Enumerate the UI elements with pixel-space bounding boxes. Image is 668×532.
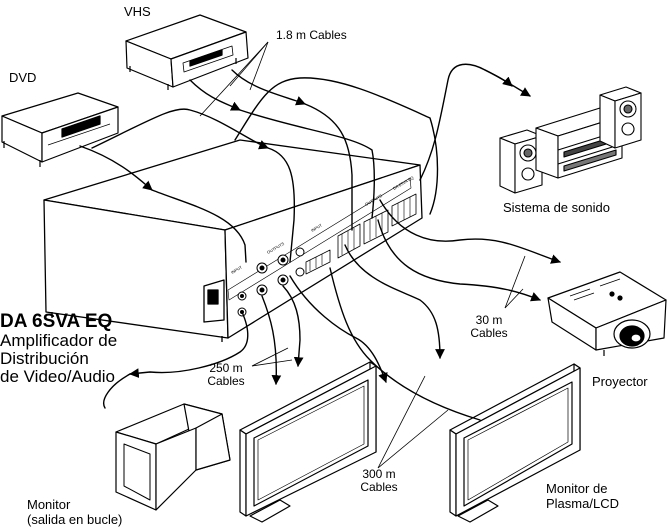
product-desc-3: de Video/Audio [0, 367, 116, 386]
cables-1-8m-label: 1.8 m Cables [276, 28, 347, 42]
crt-monitor-icon [115, 403, 231, 511]
product-desc-1: Amplificador de [0, 331, 118, 350]
vhs-player-icon [125, 14, 249, 90]
leader-1-8m-b [249, 41, 269, 91]
projector-label: Proyector [592, 374, 648, 389]
plasma-monitor-line2: Plasma/LCD [546, 496, 619, 511]
cable-to-plasma-a [344, 244, 445, 359]
leader-250m-a [251, 347, 289, 367]
cable-vhs-audio-2 [239, 109, 376, 219]
cables-30m-word: Cables [470, 326, 508, 340]
dvd-label: DVD [9, 70, 37, 85]
plasma-monitor-line1: Monitor de [546, 481, 608, 496]
cables-300m-word: Cables [360, 480, 398, 494]
monitor-label-line2: (salida en bucle) [27, 512, 123, 527]
monitor-label-line1: Monitor [27, 497, 71, 512]
projector-icon [547, 271, 667, 356]
cable-loop-top [234, 77, 439, 215]
cable-to-plasma-b [329, 267, 481, 421]
cable-to-projector-2 [377, 219, 541, 302]
cable-vhs-audio [189, 79, 241, 111]
leader-300m-b [377, 409, 449, 469]
stereo-system-icon [499, 86, 642, 194]
leader-250m-b [251, 359, 293, 367]
cable-vhs-video-2 [304, 103, 353, 231]
cable-to-plasma1-b [261, 295, 282, 385]
cables-250m-distance: 250 m [209, 361, 243, 375]
leader-300m-a [377, 375, 426, 469]
flat-panel-monitor-icon [449, 363, 581, 523]
cable-dvd-audio-to-panel [267, 147, 296, 263]
cables-300m-distance: 300 m [362, 467, 396, 481]
cables-250m-label: 250 m Cables [202, 362, 250, 388]
sound-system-label: Sistema de sonido [503, 200, 610, 215]
product-name: DA 6SVA EQ [0, 311, 113, 332]
cables-300m-label: 300 m Cables [354, 468, 404, 494]
product-caption: DA 6SVA EQ Amplificador de Distribución … [0, 311, 117, 386]
plasma-monitor-label: Monitor de Plasma/LCD [546, 481, 619, 511]
panel-input-label-2: INPUT [310, 222, 323, 233]
cable-to-monitor [129, 311, 249, 378]
cables-30m-label: 30 m Cables [466, 314, 512, 340]
cables-250m-word: Cables [207, 374, 245, 388]
vhs-label: VHS [124, 4, 151, 19]
product-desc-2: Distribución [0, 349, 89, 368]
leader-30m-a [504, 255, 526, 309]
dvd-player-icon [1, 92, 119, 167]
monitor-loop-label: Monitor (salida en bucle) [27, 497, 122, 527]
cable-to-monitor-2 [103, 373, 131, 409]
flat-panel-monitor-icon [239, 361, 377, 523]
cable-to-plasma1-a [282, 285, 304, 367]
leader-1-8m-c [199, 41, 269, 117]
panel-input-label: INPUT [230, 264, 243, 275]
cable-to-projector-1 [379, 199, 561, 264]
leader-30m-b [504, 288, 524, 309]
cable-vhs-video [231, 69, 306, 106]
cable-dvd-to-unit [151, 189, 247, 263]
cable-to-plasma1-c [289, 275, 388, 383]
cable-sound-in [484, 69, 513, 87]
cables-30m-distance: 30 m [475, 313, 503, 327]
cable-dvd-audio [91, 108, 269, 150]
cable-dvd-input [79, 145, 153, 191]
